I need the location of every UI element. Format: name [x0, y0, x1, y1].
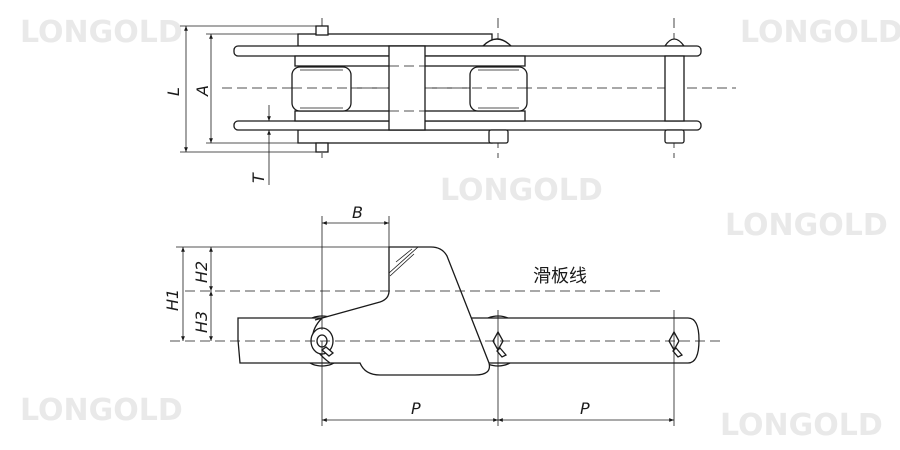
flight-plate-top — [297, 33, 493, 47]
watermark-text: LONGOLD — [20, 15, 183, 50]
cotter-top — [315, 25, 329, 36]
slide-line-label: 滑板线 — [533, 266, 587, 287]
watermark-text: LONGOLD — [725, 208, 888, 243]
pin-right — [664, 55, 685, 122]
label-P1: P — [411, 399, 421, 418]
outer-plate-top — [233, 45, 702, 57]
watermark-text: LONGOLD — [440, 173, 603, 208]
cotter-bottom — [315, 142, 329, 153]
label-H1: H1 — [163, 289, 182, 311]
side-view: 滑板线 B H1 H2 H3 P P — [163, 203, 720, 426]
label-A: A — [193, 85, 212, 97]
watermark-text: LONGOLD — [20, 393, 183, 428]
flight-attachment — [312, 246, 491, 376]
nut-3 — [664, 129, 685, 144]
label-H3: H3 — [192, 311, 211, 333]
watermark-text: LONGOLD — [720, 408, 883, 443]
weld-hatch — [388, 246, 420, 277]
pin-head-3 — [663, 38, 686, 47]
outer-plate-bottom — [233, 120, 702, 131]
top-view: L A T — [164, 18, 736, 185]
center-block — [388, 45, 426, 131]
roller-1 — [291, 66, 352, 112]
label-P2: P — [580, 399, 590, 418]
roller-2 — [469, 66, 528, 112]
label-H2: H2 — [192, 261, 211, 283]
watermark-text: LONGOLD — [740, 15, 900, 50]
nut-2 — [488, 129, 509, 144]
label-L: L — [164, 87, 183, 96]
watermark: LONGOLD LONGOLD LONGOLD LONGOLD LONGOLD … — [20, 15, 900, 443]
label-T: T — [249, 172, 268, 183]
label-B: B — [352, 203, 363, 222]
flight-plate-bottom — [297, 129, 493, 144]
